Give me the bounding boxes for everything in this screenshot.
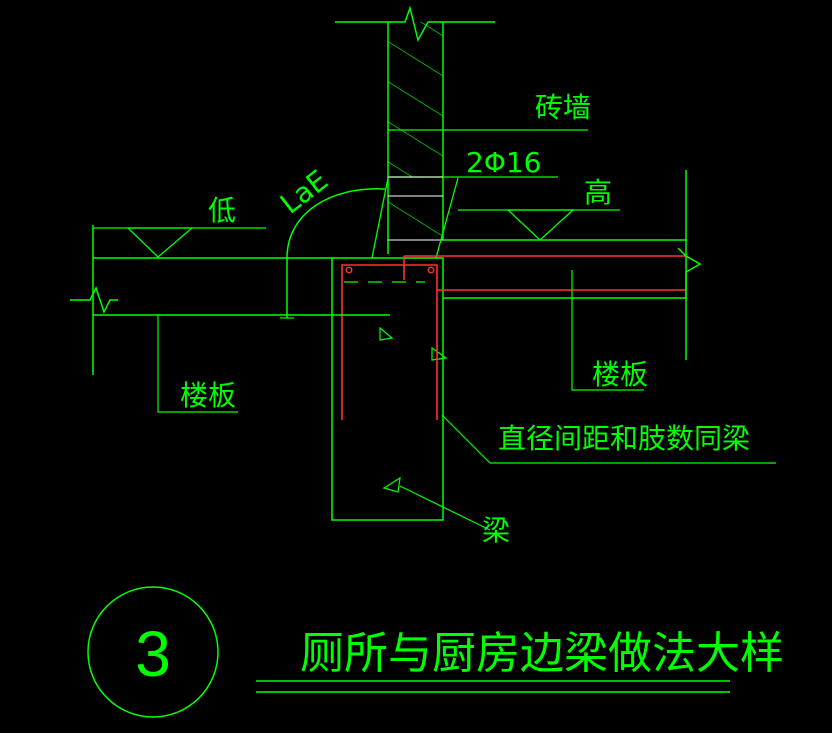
- concrete-mark: [431, 346, 448, 361]
- wall-break-line: [335, 5, 495, 43]
- slab-break-line: [70, 286, 118, 314]
- concrete-mark: [379, 326, 394, 341]
- detail-number: 3: [135, 618, 171, 690]
- slab-left-leader: [157, 315, 238, 413]
- low-side-label: 低: [208, 194, 236, 227]
- stirrup-note-label: 直径间距和肢数同梁: [498, 422, 750, 455]
- brick-wall-label: 砖墙: [535, 91, 591, 124]
- rebar-spec-label: 2Φ16: [466, 146, 541, 179]
- detail-number-circle: [87, 586, 219, 718]
- slab-right-leader: [571, 270, 644, 391]
- longitudinal-bar: [427, 266, 435, 274]
- beam-label: 梁: [482, 514, 510, 547]
- brick-wall: [335, 5, 588, 259]
- beam-section: [331, 257, 776, 531]
- slab-left-label: 楼板: [180, 379, 236, 412]
- slab-high: [443, 170, 702, 391]
- stirrup-leader: [441, 414, 491, 464]
- high-level-marker: [506, 209, 575, 241]
- rebar-leader-left: [371, 177, 389, 259]
- slab-right-label: 楼板: [592, 358, 648, 391]
- longitudinal-bar: [345, 266, 353, 274]
- drawing-title: 厕所与厨房边梁做法大样: [300, 628, 784, 679]
- high-side-label: 高: [584, 176, 612, 209]
- stirrup: [341, 264, 438, 420]
- slab-break-line: [677, 247, 702, 298]
- rebar: [341, 255, 686, 420]
- low-level-marker: [126, 227, 194, 258]
- wall-hatch: [388, 22, 443, 177]
- anchor-bar: [286, 188, 386, 318]
- beam-outline: [331, 257, 444, 521]
- rebar-leader-right: [435, 177, 459, 259]
- wall-hatch-lower: [388, 196, 443, 240]
- concrete-mark: [382, 476, 401, 493]
- beam-leader: [399, 485, 491, 531]
- anchor-length-label: LaE: [274, 163, 334, 220]
- slab-low: [70, 188, 390, 413]
